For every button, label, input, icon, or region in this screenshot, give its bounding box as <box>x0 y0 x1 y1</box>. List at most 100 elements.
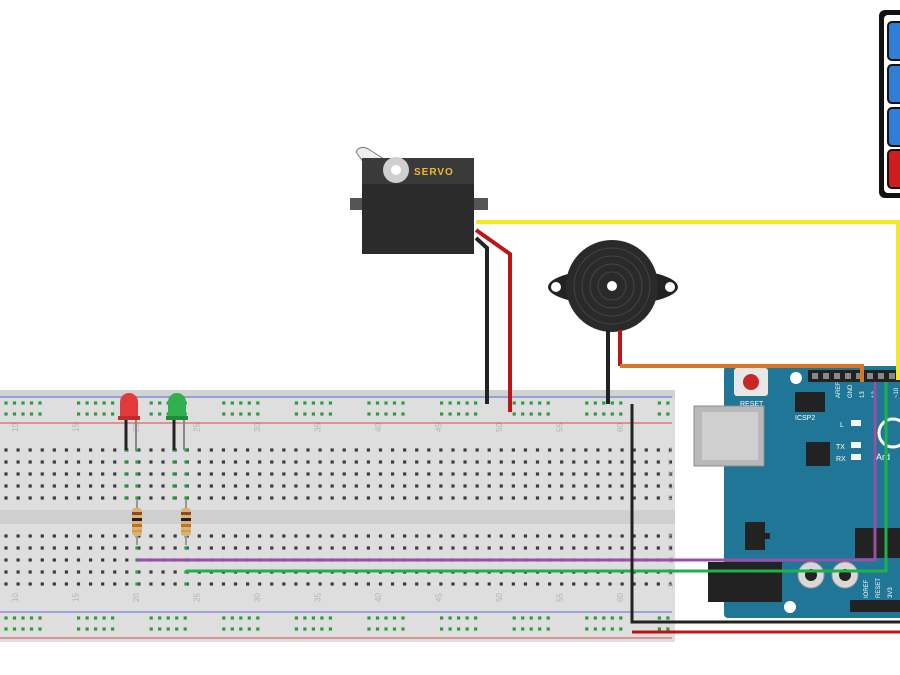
breadboard-hole <box>378 582 383 586</box>
breadboard-hole <box>657 401 661 405</box>
breadboard-hole <box>499 546 503 550</box>
breadboard-hole <box>439 484 443 488</box>
breadboard-hole <box>113 496 117 500</box>
breadboard-hole <box>390 496 395 500</box>
breadboard-hole <box>306 448 310 452</box>
breadboard-hole <box>135 546 139 550</box>
breadboard-hole <box>546 401 550 405</box>
breadboard-hole <box>668 546 672 550</box>
breadboard-hole <box>463 534 467 538</box>
breadboard-hole <box>40 534 44 538</box>
breadboard-hole <box>538 401 542 405</box>
breadboard-hole <box>427 546 431 550</box>
breadboard-hole <box>330 484 334 488</box>
breadboard-hole <box>221 448 226 452</box>
breadboard-hole <box>209 484 213 488</box>
breadboard-hole <box>384 412 388 416</box>
breadboard-hole <box>328 616 332 620</box>
breadboard-hole <box>101 582 105 586</box>
breadboard-hole <box>40 484 44 488</box>
breadboard-hole <box>294 401 298 405</box>
breadboard-hole <box>499 496 503 500</box>
breadboard-hole <box>499 534 503 538</box>
breadboard-hole <box>511 546 515 550</box>
breadboard-hole <box>94 401 98 405</box>
breadboard-hole <box>463 448 467 452</box>
breadboard-hole <box>52 460 56 464</box>
breadboard-hole <box>161 472 165 476</box>
breadboard-hole <box>439 496 443 500</box>
breadboard-column-number: 50 <box>495 423 504 432</box>
breadboard-hole <box>16 570 20 574</box>
breadboard-hole <box>448 412 452 416</box>
breadboard-row-letter: I <box>668 458 670 467</box>
breadboard-hole <box>529 627 533 631</box>
breadboard-hole <box>463 496 467 500</box>
wire-purple <box>137 382 877 562</box>
breadboard-hole <box>40 570 44 574</box>
breadboard-hole <box>668 472 672 476</box>
breadboard-hole <box>209 534 213 538</box>
breadboard-hole <box>318 460 322 464</box>
breadboard-hole <box>403 472 407 476</box>
breadboard-hole <box>602 627 606 631</box>
breadboard-hole <box>258 472 262 476</box>
breadboard-hole <box>306 472 310 476</box>
breadboard-hole <box>113 472 117 476</box>
breadboard-column-number: 20 <box>132 593 141 602</box>
breadboard-column-number: 55 <box>556 593 565 602</box>
breadboard-hole <box>40 448 44 452</box>
breadboard-hole <box>21 627 25 631</box>
breadboard-hole <box>475 496 479 500</box>
breadboard-hole <box>593 401 597 405</box>
breadboard-hole <box>124 460 128 464</box>
breadboard-hole <box>318 546 322 550</box>
breadboard-hole <box>40 472 44 476</box>
breadboard-hole <box>620 472 624 476</box>
breadboard-hole <box>52 534 56 538</box>
breadboard-hole <box>342 484 346 488</box>
breadboard-hole <box>149 412 153 416</box>
breadboard-hole <box>318 582 322 586</box>
breadboard-hole <box>523 496 528 500</box>
breadboard-hole <box>367 627 371 631</box>
breadboard-hole <box>306 546 310 550</box>
breadboard-hole <box>366 534 370 538</box>
breadboard-hole <box>584 496 588 500</box>
breadboard: 1010151520202525303035354040454550505555… <box>0 390 675 642</box>
header-pin <box>856 373 862 379</box>
breadboard-hole <box>149 484 153 488</box>
breadboard-hole <box>270 546 274 550</box>
breadboard-hole <box>596 484 600 488</box>
breadboard-hole <box>258 496 262 500</box>
breadboard-hole <box>475 582 479 586</box>
breadboard-hole <box>512 401 516 405</box>
breadboard-hole <box>135 460 139 464</box>
breadboard-hole <box>474 616 478 620</box>
breadboard-hole <box>463 582 467 586</box>
breadboard-hole <box>282 448 286 452</box>
breadboard-hole <box>111 412 115 416</box>
breadboard-hole <box>463 460 467 464</box>
breadboard-hole <box>303 401 307 405</box>
breadboard-hole <box>318 472 322 476</box>
breadboard-hole <box>644 546 648 550</box>
breadboard-hole <box>311 412 315 416</box>
breadboard-row-letter: E <box>668 532 673 541</box>
breadboard-hole <box>38 401 42 405</box>
breadboard-hole <box>209 472 213 476</box>
breadboard-hole <box>610 616 614 620</box>
breadboard-hole <box>135 582 139 586</box>
breadboard-hole <box>124 472 128 476</box>
breadboard-hole <box>246 448 250 452</box>
breadboard-hole <box>523 546 528 550</box>
breadboard-hole <box>535 472 540 476</box>
breadboard-hole <box>608 484 612 488</box>
breadboard-hole <box>4 570 8 574</box>
breadboard-hole <box>328 401 332 405</box>
breadboard-hole <box>392 412 397 416</box>
wire-servo-red <box>474 228 512 412</box>
breadboard-hole <box>463 484 467 488</box>
breadboard-hole <box>4 460 8 464</box>
breadboard-hole <box>64 472 68 476</box>
